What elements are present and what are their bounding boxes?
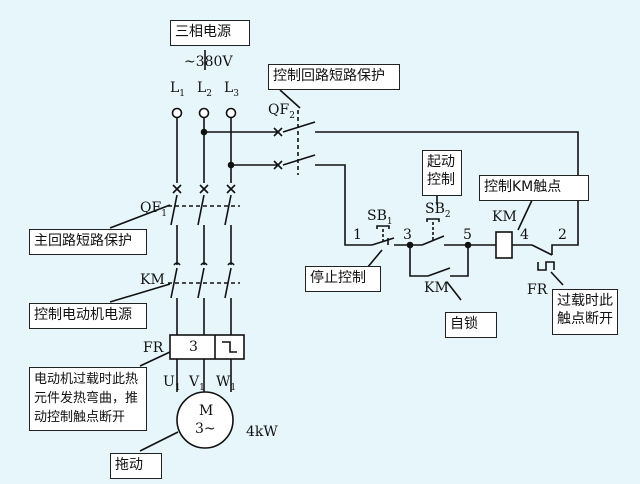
fr-block-number: 3 xyxy=(189,339,198,355)
qf1-mark-1 xyxy=(172,184,182,194)
node-label-2: 2 xyxy=(558,227,567,243)
label-FR-main: FR xyxy=(143,340,164,356)
label-KM-aux: KM xyxy=(424,280,449,296)
label-KM-coil: KM xyxy=(492,209,517,225)
node-label-4: 4 xyxy=(520,227,529,243)
qf2-mark-bottom xyxy=(273,160,283,170)
terminal-L2 xyxy=(198,107,210,119)
label-voltage: ~380V xyxy=(184,54,233,70)
node-label-3: 3 xyxy=(403,227,412,243)
label-W1: W1 xyxy=(216,374,237,393)
terminal-L1 xyxy=(171,107,183,119)
callout-overload-contact-open: 过载时此触点断开 xyxy=(552,289,618,335)
label-L1: L1 xyxy=(170,80,186,99)
label-U1: U1 xyxy=(163,374,181,393)
label-V1: V1 xyxy=(189,374,205,393)
node-label-5: 5 xyxy=(463,227,472,243)
control-wire-left xyxy=(315,164,372,246)
label-FR-ctrl: FR xyxy=(527,282,548,298)
label-KM-main: KM xyxy=(140,272,165,288)
km-coil xyxy=(495,231,513,259)
label-SB2: SB2 xyxy=(425,201,451,220)
callout-self-lock: 自锁 xyxy=(445,312,497,338)
motor-label-M: M xyxy=(199,403,214,419)
motor-power: 4kW xyxy=(246,424,278,440)
callout-main-circuit-protection: 主回路短路保护 xyxy=(29,229,147,255)
fr-thermal-block xyxy=(169,334,245,360)
label-SB1: SB1 xyxy=(367,208,393,227)
callout-stop-control: 停止控制 xyxy=(305,266,381,292)
label-QF2: QF2 xyxy=(268,102,295,121)
motor-phase: 3~ xyxy=(195,421,216,437)
callout-control-circuit-protection: 控制回路短路保护 xyxy=(268,64,400,90)
fr-ctrl-symbol xyxy=(537,261,555,271)
motor xyxy=(176,391,234,449)
callout-control-motor-power: 控制电动机电源 xyxy=(29,303,147,329)
callout-thermal-element-note: 电动机过载时此热元件发热弯曲，推动控制触点断开 xyxy=(29,367,147,431)
qf2-mark-top xyxy=(273,127,283,137)
terminal-L3 xyxy=(225,107,237,119)
callout-start-control: 起动控制 xyxy=(422,150,462,196)
callout-control-km-contact: 控制KM触点 xyxy=(479,175,589,201)
qf1-mark-3 xyxy=(226,184,236,194)
callout-three-phase-power: 三相电源 xyxy=(170,20,250,46)
label-L3: L3 xyxy=(224,80,240,99)
qf1-mark-2 xyxy=(199,184,209,194)
label-L2: L2 xyxy=(197,80,213,99)
node-label-1: 1 xyxy=(353,227,362,243)
label-QF1: QF1 xyxy=(140,200,167,219)
callout-drive: 拖动 xyxy=(110,453,162,479)
